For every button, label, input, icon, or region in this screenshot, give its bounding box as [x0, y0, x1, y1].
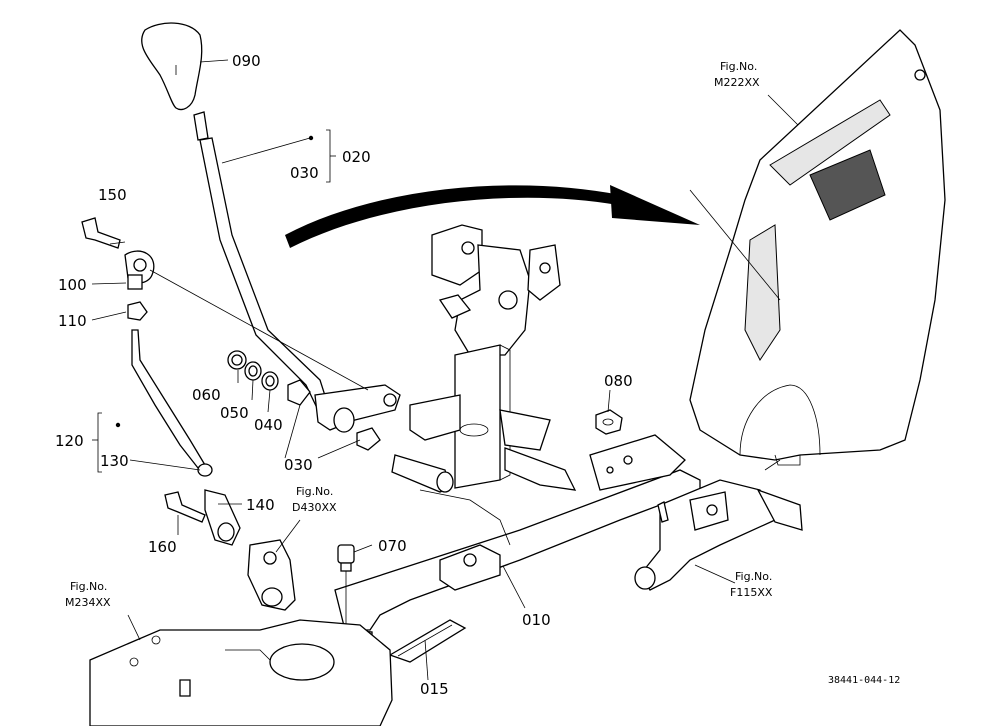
leader-console-inner — [689, 189, 781, 301]
part-label-010: 010 — [522, 611, 551, 629]
part-label-030-shaft: 030 — [284, 456, 313, 474]
fig-ref-m234-line1: Fig.No. — [70, 580, 107, 593]
shift-lever-drawing — [141, 22, 401, 433]
guide-plate-drawing — [388, 619, 467, 663]
part-label-070: 070 — [378, 537, 407, 555]
fig-ref-m222-line1: Fig.No. — [720, 60, 757, 73]
figure-code: 38441-044-12 — [828, 675, 900, 686]
leader-lines — [91, 59, 781, 681]
fig-ref-d430-line1: Fig.No. — [296, 485, 333, 498]
part-label-090: 090 — [232, 52, 261, 70]
part-label-130: 130 — [100, 452, 129, 470]
part-label-020: 020 — [342, 148, 371, 166]
linkage-rod-drawing — [81, 217, 241, 546]
part-label-080: 080 — [604, 372, 633, 390]
fig-ref-f115-line2: F115XX — [730, 586, 773, 599]
part-label-140: 140 — [246, 496, 275, 514]
fig-ref-m222-line2: M222XX — [714, 76, 760, 89]
nut-080-drawing — [595, 409, 623, 435]
fig-ref-m234-line2: M234XX — [65, 596, 111, 609]
part-label-030-lever: 030 — [290, 164, 319, 182]
part-label-150: 150 — [98, 186, 127, 204]
grouping-brackets — [92, 129, 336, 473]
part-label-100: 100 — [58, 276, 87, 294]
bracket-tower-drawing — [409, 224, 577, 491]
part-label-110: 110 — [58, 312, 87, 330]
part-label-015: 015 — [420, 680, 449, 698]
part-label-160: 160 — [148, 538, 177, 556]
shaft-and-collars-drawing — [227, 350, 454, 493]
fig-ref-d430-line2: D430XX — [292, 501, 337, 514]
part-label-060: 060 — [192, 386, 221, 404]
fig-ref-f115-line1: Fig.No. — [735, 570, 772, 583]
part-label-120: 120 — [55, 432, 84, 450]
leader-m222 — [767, 94, 799, 126]
clamp-d430-drawing — [247, 539, 296, 611]
assembly-direction-arrow — [285, 185, 700, 248]
bottom-plate-m234-drawing — [89, 619, 393, 726]
part-label-050: 050 — [220, 404, 249, 422]
bracket-f115-drawing — [634, 479, 803, 591]
console-panel-drawing — [689, 29, 946, 466]
part-label-040: 040 — [254, 416, 283, 434]
